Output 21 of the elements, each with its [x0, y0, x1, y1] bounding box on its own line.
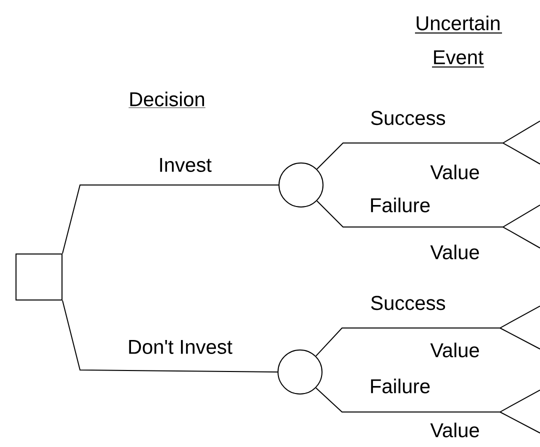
- value-label: Value: [430, 244, 479, 260]
- branch-line: [62, 300, 278, 372]
- value-label: Value: [430, 422, 479, 438]
- branch-label: Don't Invest: [129, 340, 232, 354]
- branch-line: [315, 387, 540, 434]
- heading: Decision: [128, 92, 206, 108]
- decision-square: [16, 254, 62, 300]
- branch-label: Failure: [371, 378, 430, 394]
- branch-label: Invest: [160, 158, 212, 172]
- branch-line: [315, 306, 540, 357]
- chance-circle: [278, 350, 322, 394]
- chance-circle: [278, 162, 324, 208]
- branch-line: [62, 184, 279, 254]
- branch-label: Success: [371, 110, 446, 126]
- value-label: Value: [430, 342, 479, 358]
- branch-label: Success: [371, 296, 446, 310]
- heading: Uncertain Event: [414, 16, 502, 68]
- value-label: Value: [430, 164, 479, 180]
- branch-line: [316, 200, 540, 248]
- branch-line: [316, 120, 540, 170]
- branch-label: Failure: [371, 198, 430, 212]
